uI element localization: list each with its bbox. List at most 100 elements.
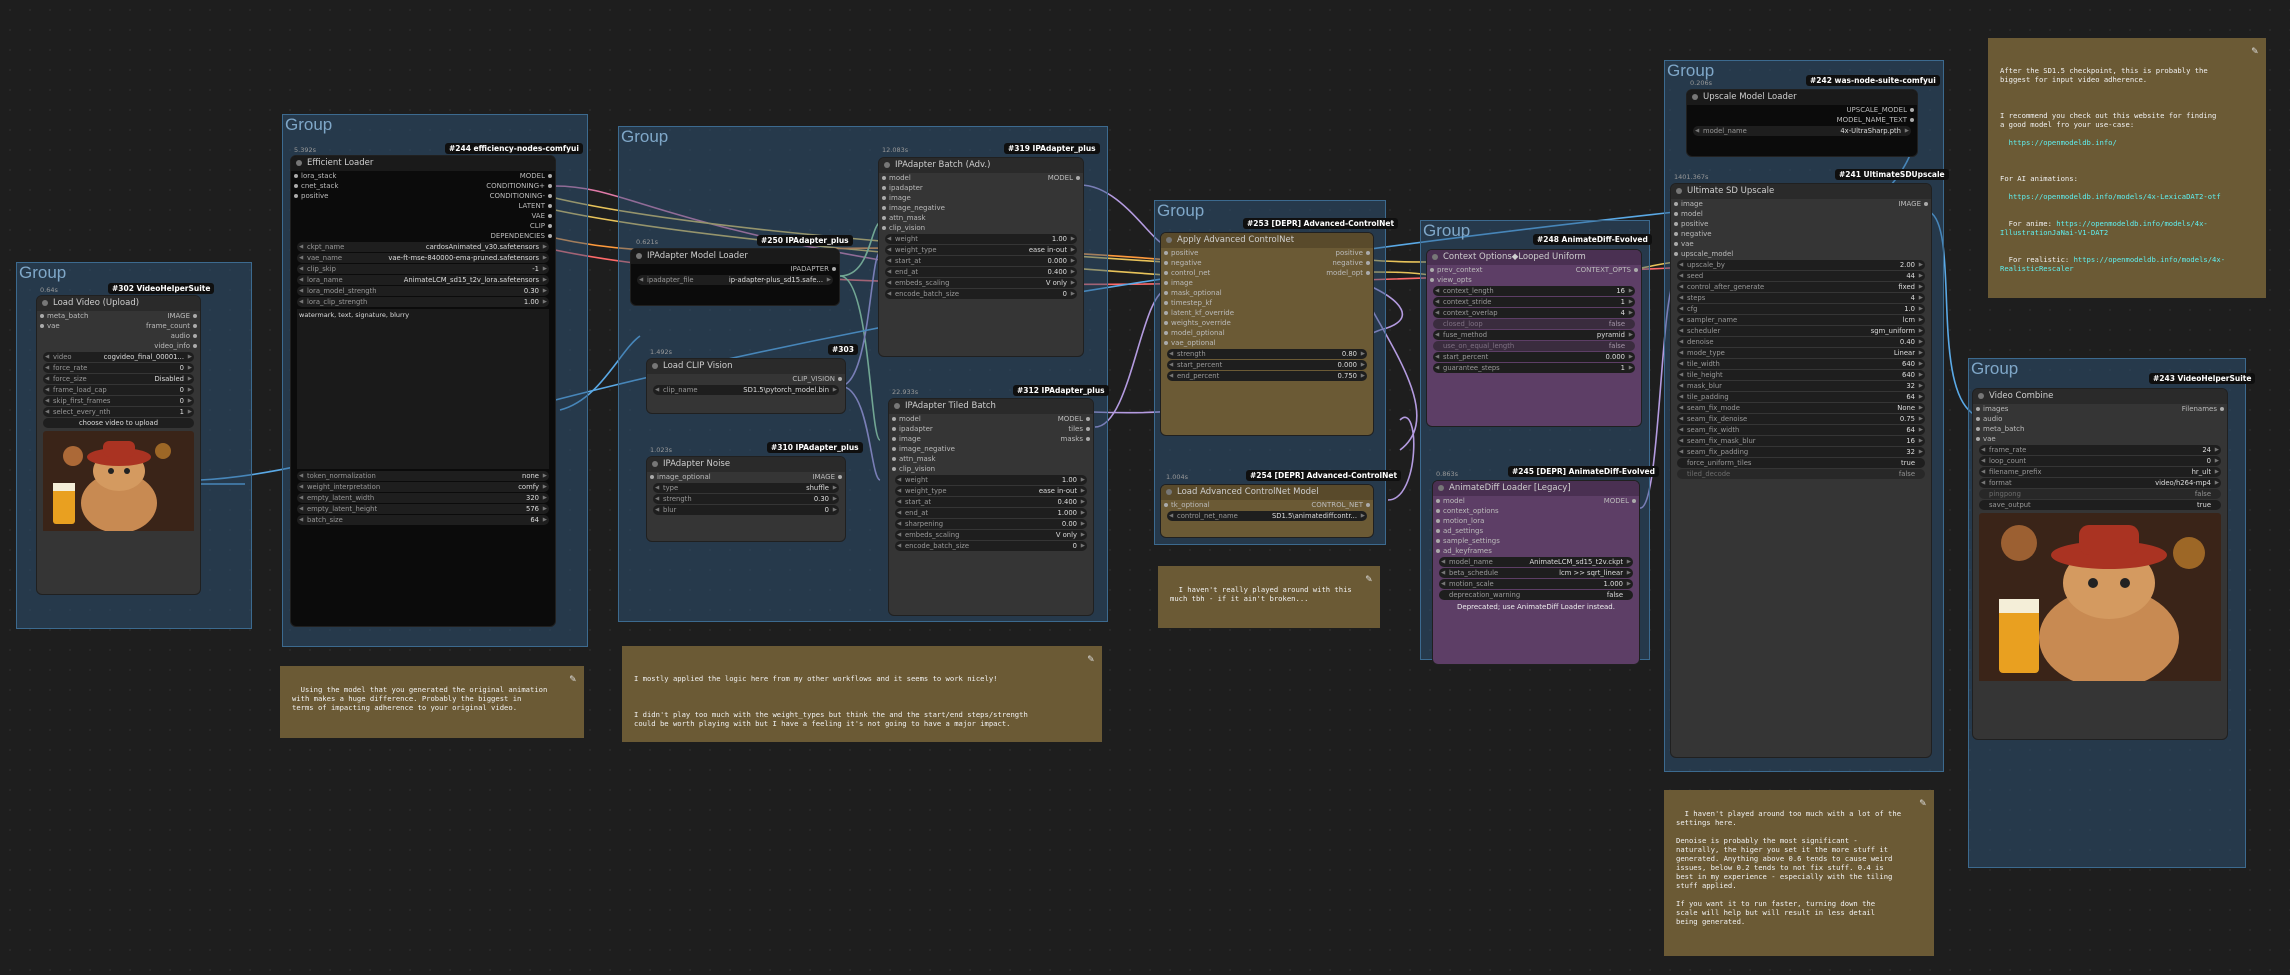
widget-upscale-by[interactable]: upscale_by2.00 [1677,260,1925,270]
note-controlnet-tip[interactable]: I haven't really played around with this… [1158,566,1380,628]
output-clip[interactable]: CLIP [423,221,555,231]
output-model-name-text[interactable]: MODEL_NAME_TEXT [1687,115,1917,125]
input-attn-mask[interactable]: attn_mask [889,454,1011,464]
input-positive[interactable]: positive [1671,219,1827,229]
input-attn-mask[interactable]: attn_mask [879,213,1001,223]
note-upscale-settings[interactable]: I haven't played around too much with a … [1664,790,1934,956]
input-upscale-model[interactable]: upscale_model [1671,249,1827,259]
link-openmodeldb[interactable]: https://openmodeldb.info/ [2008,138,2117,147]
node-title[interactable]: IPAdapter Model Loader [631,249,839,264]
pencil-icon[interactable]: ✎ [1919,796,1926,809]
node-ipadapter-model-loader[interactable]: IPAdapter Model Loader IPADAPTER ipadapt… [630,248,840,306]
input-prev-context[interactable]: prev_context [1427,265,1545,275]
input-motion-lora[interactable]: motion_lora [1433,516,1557,526]
output-dependencies[interactable]: DEPENDENCIES [423,231,555,241]
input-ad-settings[interactable]: ad_settings [1433,526,1557,536]
input-context-options[interactable]: context_options [1433,506,1557,516]
input-model-optional[interactable]: model_optional [1161,328,1288,338]
node-title[interactable]: Context Options◆Looped Uniform [1427,250,1641,265]
output-ipadapter[interactable]: IPADAPTER [631,264,839,274]
input-image-negative[interactable]: image_negative [879,203,1001,213]
input-cnet-stack[interactable]: cnet_stack [291,181,423,191]
input-vae[interactable]: vae [1973,434,2113,444]
input-model[interactable]: model [1433,496,1557,506]
negative-prompt-textarea[interactable]: watermark, text, signature, blurry [297,309,549,469]
output-latent[interactable]: LATENT [423,201,555,211]
output-clip-vision[interactable]: CLIP_VISION [647,374,845,384]
widget-lora-name[interactable]: lora_nameAnimateLCM_sd15_t2v_lora.safete… [297,275,549,285]
node-title[interactable]: Ultimate SD Upscale [1671,184,1931,199]
input-image-optional[interactable]: image_optional [647,472,746,482]
input-lora-stack[interactable]: lora_stack [291,171,423,181]
widget-control-net-name[interactable]: control_net_nameSD1.5\animatediffcontr..… [1167,511,1367,521]
input-model[interactable]: model [879,173,1001,183]
output-model[interactable]: MODEL [1557,496,1639,506]
note-model-tip[interactable]: Using the model that you generated the o… [280,666,584,738]
note-ipadapter-tip[interactable]: I mostly applied the logic here from my … [622,646,1102,742]
node-title[interactable]: IPAdapter Noise [647,457,845,472]
node-upscale-model-loader[interactable]: Upscale Model Loader UPSCALE_MODEL MODEL… [1686,89,1918,157]
widget-start-at[interactable]: start_at0.000 [885,256,1077,266]
node-title[interactable]: Load CLIP Vision [647,359,845,374]
pencil-icon[interactable]: ✎ [1087,652,1094,665]
pencil-icon[interactable]: ✎ [1365,572,1372,585]
link-realisticrescaler[interactable]: https://openmodeldb.info/models/4x-Reali… [2000,255,2226,273]
node-title[interactable]: Apply Advanced ControlNet [1161,233,1373,248]
output-image[interactable]: IMAGE [119,311,201,321]
input-view-opts[interactable]: view_opts [1427,275,1545,285]
node-title[interactable]: Load Video (Upload) [37,296,200,311]
node-title[interactable]: IPAdapter Batch (Adv.) [879,158,1083,173]
output-upscale-model[interactable]: UPSCALE_MODEL [1687,105,1917,115]
output-image[interactable]: IMAGE [746,472,845,482]
input-clip-vision[interactable]: clip_vision [879,223,1001,233]
widget-vae-name[interactable]: vae_namevae-ft-mse-840000-ema-pruned.saf… [297,253,549,263]
input-vae[interactable]: vae [37,321,119,331]
output-tiles[interactable]: tiles [1011,424,1093,434]
input-control-net[interactable]: control_net [1161,268,1288,278]
output-conditioning-neg[interactable]: CONDITIONING- [423,191,555,201]
input-ad-keyframes[interactable]: ad_keyframes [1433,546,1557,556]
upload-button[interactable]: choose video to upload [43,418,194,428]
output-conditioning-pos[interactable]: CONDITIONING+ [423,181,555,191]
output-positive[interactable]: positive [1288,248,1373,258]
pencil-icon[interactable]: ✎ [2251,44,2258,57]
